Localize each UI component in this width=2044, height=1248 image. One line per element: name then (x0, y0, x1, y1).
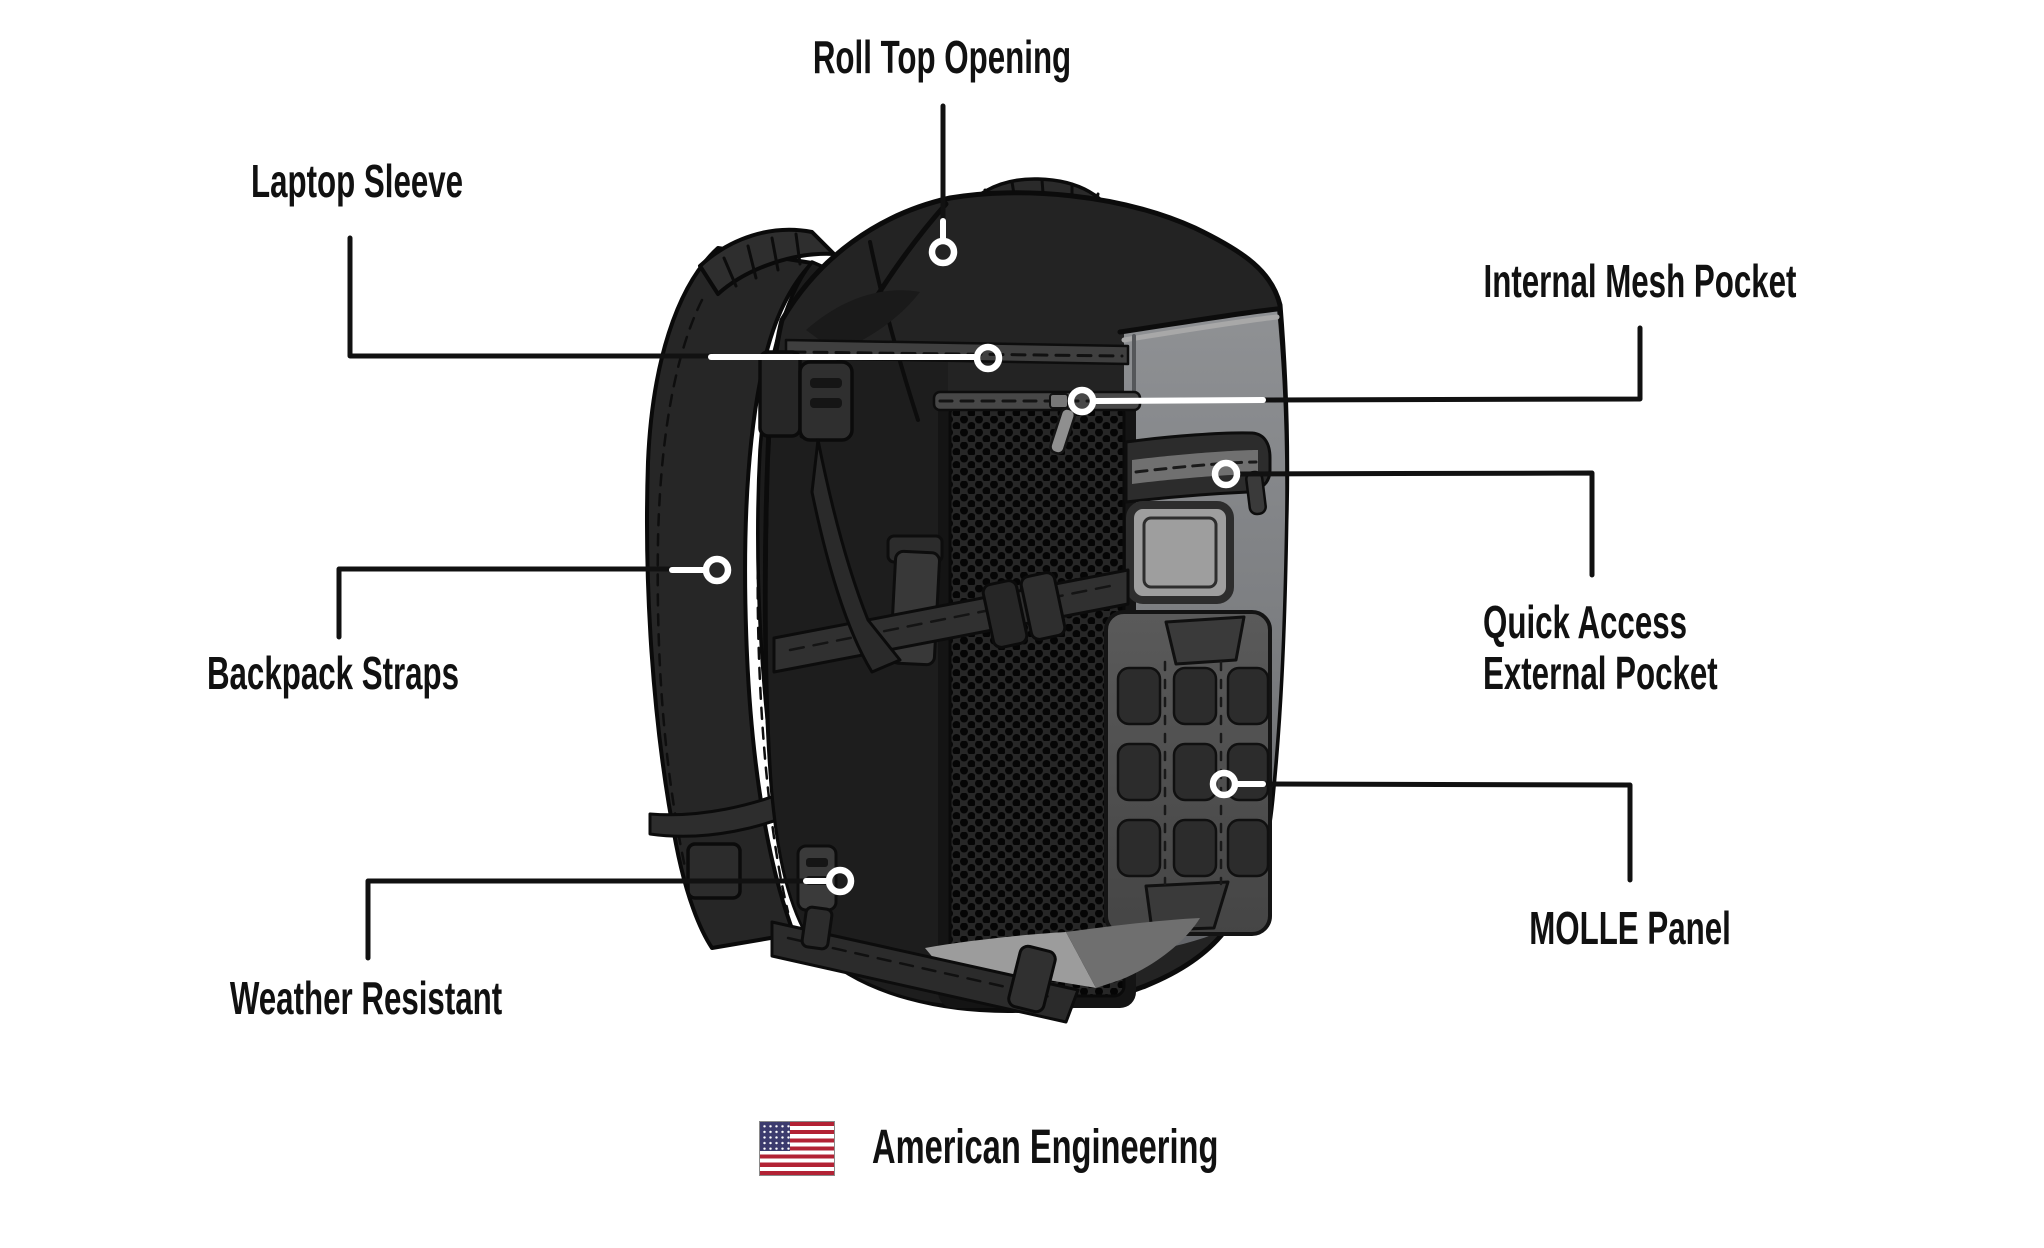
weather-marker (825, 866, 855, 896)
quick-access-line2: External Pocket (1483, 647, 1718, 699)
callout-label-backpack-straps: Backpack Straps (206, 647, 460, 699)
callout-lines (336, 103, 1643, 961)
callout-label-internal-mesh-pocket: Internal Mesh Pocket (1483, 255, 1797, 307)
us-flag-icon (759, 1121, 835, 1176)
molle-line (1259, 781, 1633, 883)
callout-label-quick-access-external-pocket: Quick Access External Pocket (1483, 597, 1718, 699)
callout-label-molle-panel: MOLLE Panel (1529, 902, 1731, 954)
quick-access-line1: Quick Access (1483, 596, 1688, 648)
straps-marker (702, 555, 732, 585)
quick-access-marker (1211, 459, 1241, 489)
molle-marker (1209, 769, 1239, 799)
us-flag-canton (760, 1122, 790, 1151)
footer-text: American Engineering (872, 1121, 1219, 1174)
lower-compression-strap (770, 920, 1080, 1024)
laptop-marker (973, 343, 1003, 373)
straps-line (336, 566, 675, 640)
quick-access-line (1237, 470, 1595, 578)
roll-top-marker (928, 237, 958, 267)
weather-line (365, 878, 809, 961)
callout-label-weather-resistant: Weather Resistant (229, 972, 503, 1024)
molle-panel (1104, 610, 1272, 936)
callout-markers (702, 237, 1241, 896)
internal-mesh-marker (1067, 386, 1097, 416)
internal-mesh-line (1259, 325, 1643, 403)
laptop-line (347, 235, 715, 359)
weather-buckle (796, 844, 838, 951)
callout-label-laptop-sleeve: Laptop Sleeve (250, 155, 464, 207)
side-buckle (758, 350, 902, 674)
callout-label-roll-top: Roll Top Opening (812, 31, 1072, 83)
